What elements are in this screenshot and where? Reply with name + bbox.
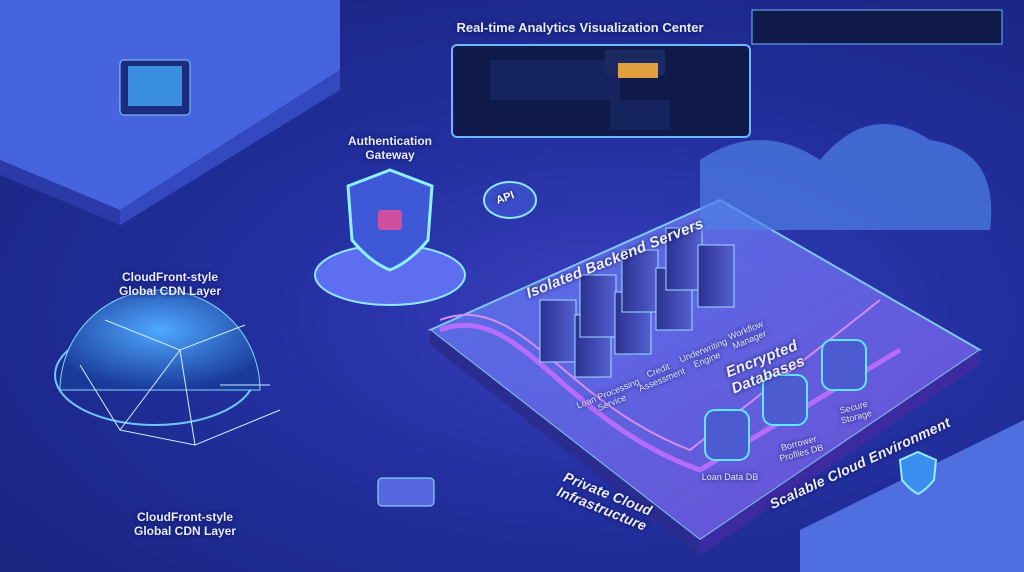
top-right-screens — [751, 9, 1003, 45]
shield-icon — [898, 450, 938, 496]
cloud-shape — [700, 124, 992, 230]
cdn-label-bottom: CloudFront-style Global CDN Layer — [133, 510, 237, 538]
cdn-label-top: CloudFront-style Global CDN Layer — [118, 270, 222, 298]
private-cloud-platform — [428, 198, 982, 555]
cdn-globe — [54, 289, 281, 446]
auth-gateway-label: Authentication Gateway — [348, 134, 432, 162]
analytics-title: Real-time Analytics Visualization Center — [456, 20, 704, 35]
database-label: Loan Data DB — [701, 472, 759, 482]
server-racks — [539, 227, 735, 378]
api-cloud — [483, 181, 537, 219]
analytics-dashboard — [451, 44, 751, 138]
scalable-cloud-building — [800, 420, 1024, 572]
database-cylinders — [704, 339, 867, 461]
authentication-gateway — [314, 168, 466, 306]
lock-pad — [377, 477, 435, 507]
users-platform — [0, 0, 340, 225]
